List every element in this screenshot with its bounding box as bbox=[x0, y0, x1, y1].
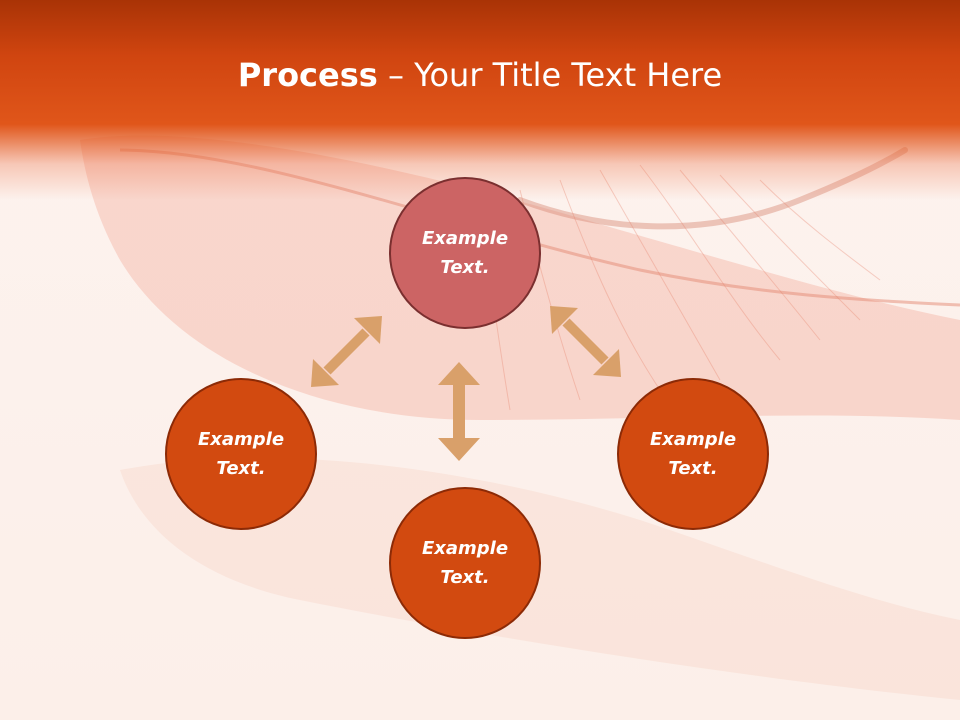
process-node-left-label: Example Text. bbox=[197, 429, 285, 479]
title-banner bbox=[0, 0, 960, 200]
process-node-top[interactable]: Example Text. bbox=[389, 177, 541, 329]
process-node-right-label: Example Text. bbox=[649, 429, 737, 479]
double-arrow-vertical bbox=[438, 362, 480, 461]
process-node-right[interactable]: Example Text. bbox=[617, 378, 769, 530]
title-strong-text: Process bbox=[237, 56, 378, 94]
double-arrow-top-right bbox=[550, 306, 621, 377]
double-arrow-top-left bbox=[311, 316, 382, 387]
process-node-left[interactable]: Example Text. bbox=[165, 378, 317, 530]
process-node-bottom-label: Example Text. bbox=[421, 538, 509, 588]
slide-title: Process – Your Title Text Here bbox=[0, 52, 960, 98]
process-node-bottom[interactable]: Example Text. bbox=[389, 487, 541, 639]
title-rest-text: – Your Title Text Here bbox=[377, 56, 723, 94]
process-node-top-label: Example Text. bbox=[421, 228, 509, 278]
